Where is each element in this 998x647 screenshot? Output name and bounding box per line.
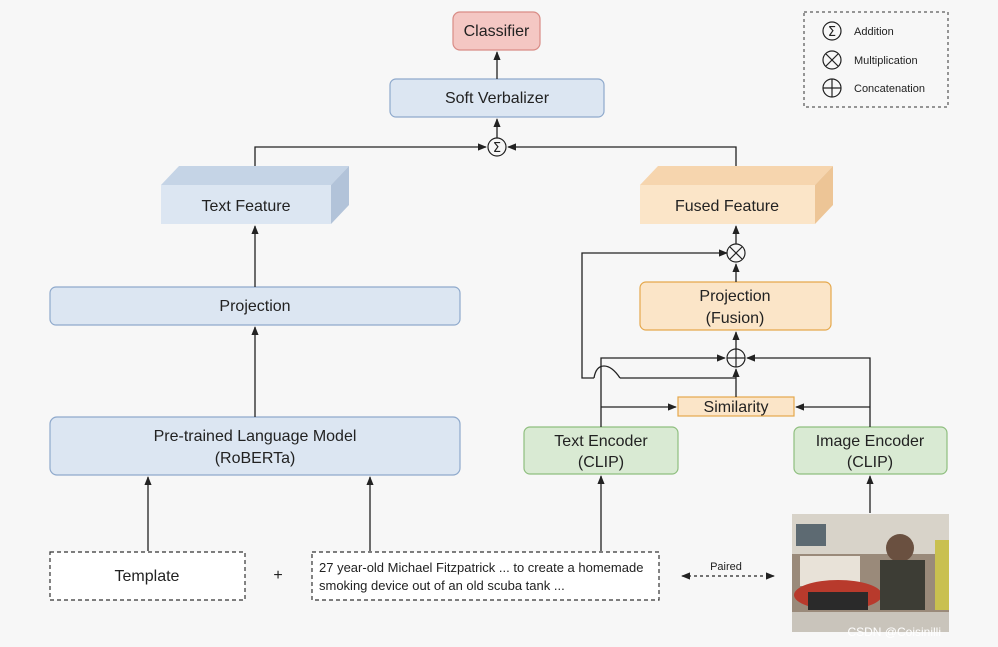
language-model-label-1: Pre-trained Language Model [154, 428, 357, 445]
text-encoder-label-2: (CLIP) [578, 454, 624, 471]
classifier-label: Classifier [464, 23, 530, 40]
input-image: CSDN @Coisinilli [792, 514, 949, 639]
legend-multiplication: Multiplication [854, 55, 918, 67]
input-text-box: 27 year-old Michael Fitzpatrick ... to c… [311, 551, 660, 601]
classifier-box: Classifier [452, 11, 541, 51]
multiply-icon [822, 50, 842, 70]
fused-feature-label: Fused Feature [675, 198, 779, 215]
language-model-label-2: (RoBERTa) [215, 450, 296, 467]
fused-feature-block: Fused Feature [640, 166, 833, 224]
plus-sign: + [273, 567, 282, 584]
input-text-line-2: smoking device out of an old scuba tank … [319, 578, 565, 593]
projection-box: Projection [49, 286, 461, 326]
projection-fusion-label-1: Projection [699, 288, 770, 305]
text-feature-label: Text Feature [202, 198, 291, 215]
input-text-line-1: 27 year-old Michael Fitzpatrick ... to c… [319, 560, 643, 575]
projection-fusion-box: Projection (Fusion) [639, 281, 832, 331]
projection-fusion-label-2: (Fusion) [706, 310, 765, 327]
legend: Σ Addition Multiplication Concatenation [803, 11, 949, 108]
watermark: CSDN @Coisinilli [847, 625, 941, 639]
concat-operator [726, 348, 746, 368]
image-encoder-label-2: (CLIP) [847, 454, 893, 471]
text-encoder-label-1: Text Encoder [554, 433, 648, 450]
similarity-box: Similarity [677, 396, 795, 417]
projection-label: Projection [219, 298, 290, 315]
image-encoder-label-1: Image Encoder [816, 433, 925, 450]
legend-addition: Addition [854, 26, 894, 38]
soft-verbalizer-label: Soft Verbalizer [445, 90, 550, 107]
connectors [144, 51, 874, 551]
template-box: Template [49, 551, 246, 601]
paired-label: Paired [710, 561, 742, 573]
similarity-label: Similarity [704, 399, 769, 416]
text-feature-block: Text Feature [161, 166, 349, 224]
soft-verbalizer-box: Soft Verbalizer [389, 78, 605, 118]
concat-icon [822, 78, 842, 98]
language-model-box: Pre-trained Language Model (RoBERTa) [49, 416, 461, 476]
text-encoder-box: Text Encoder (CLIP) [523, 426, 679, 475]
svg-text:Σ: Σ [828, 25, 836, 40]
template-label: Template [115, 568, 180, 585]
sum-operator: Σ [487, 137, 507, 157]
multiply-operator [726, 243, 746, 263]
legend-concatenation: Concatenation [854, 83, 925, 95]
sum-icon: Σ [822, 21, 842, 41]
image-encoder-box: Image Encoder (CLIP) [793, 426, 948, 475]
svg-text:Σ: Σ [493, 141, 501, 156]
